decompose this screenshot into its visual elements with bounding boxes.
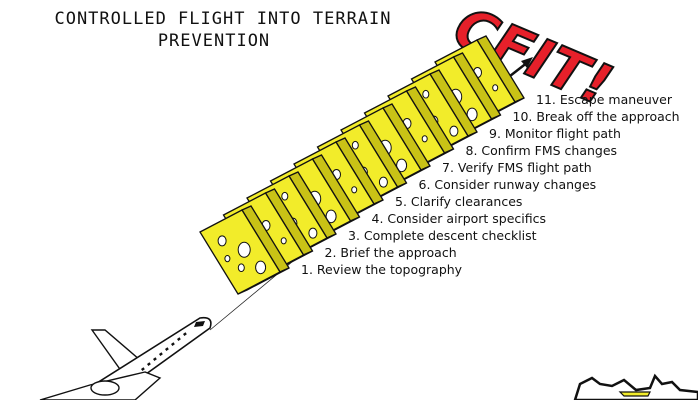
step-label-7: 7. Verify FMS flight path: [442, 160, 592, 175]
cheese-hole: [449, 125, 459, 137]
cheese-hole: [308, 227, 318, 239]
cheese-hole: [224, 255, 231, 263]
step-label-10: 10. Break off the approach: [513, 109, 680, 124]
step-label-5: 5. Clarify clearances: [395, 194, 522, 209]
cheese-hole: [396, 158, 408, 173]
step-labels: 11. Escape maneuver 10. Break off the app…: [301, 92, 680, 277]
step-label-3: 3. Complete descent checklist: [348, 228, 537, 243]
terrain-silhouette: [573, 373, 698, 400]
step-label-1: 1. Review the topography: [301, 262, 463, 277]
step-label-6: 6. Consider runway changes: [419, 177, 597, 192]
arrow-icon: [509, 57, 533, 77]
cheese-hole: [421, 135, 428, 143]
cheese-hole: [281, 191, 289, 201]
cheese-slices: [199, 35, 525, 295]
cheese-hole: [325, 209, 337, 224]
cheese-hole: [280, 237, 287, 245]
title-line-2: PREVENTION: [158, 31, 270, 51]
cheese-hole: [466, 107, 478, 122]
cheese-hole: [237, 263, 245, 273]
cheese-hole: [378, 176, 388, 188]
step-label-4: 4. Consider airport specifics: [372, 211, 547, 226]
cheese-hole: [351, 186, 358, 194]
step-label-2: 2. Brief the approach: [325, 245, 457, 260]
cheese-slice-1: [199, 205, 290, 295]
cheese-hole: [237, 241, 251, 258]
airplane-icon: [39, 316, 212, 400]
step-label-9: 9. Monitor flight path: [489, 126, 621, 141]
cheese-hole: [255, 260, 267, 275]
step-label-11: 11. Escape maneuver: [536, 92, 673, 107]
cheese-hole: [422, 89, 430, 99]
cheese-hole: [492, 84, 499, 92]
cheese-hole: [351, 140, 359, 150]
step-label-8: 8. Confirm FMS changes: [466, 143, 618, 158]
title-line-1: CONTROLLED FLIGHT INTO TERRAIN: [54, 9, 391, 29]
cheese-hole: [217, 235, 227, 247]
